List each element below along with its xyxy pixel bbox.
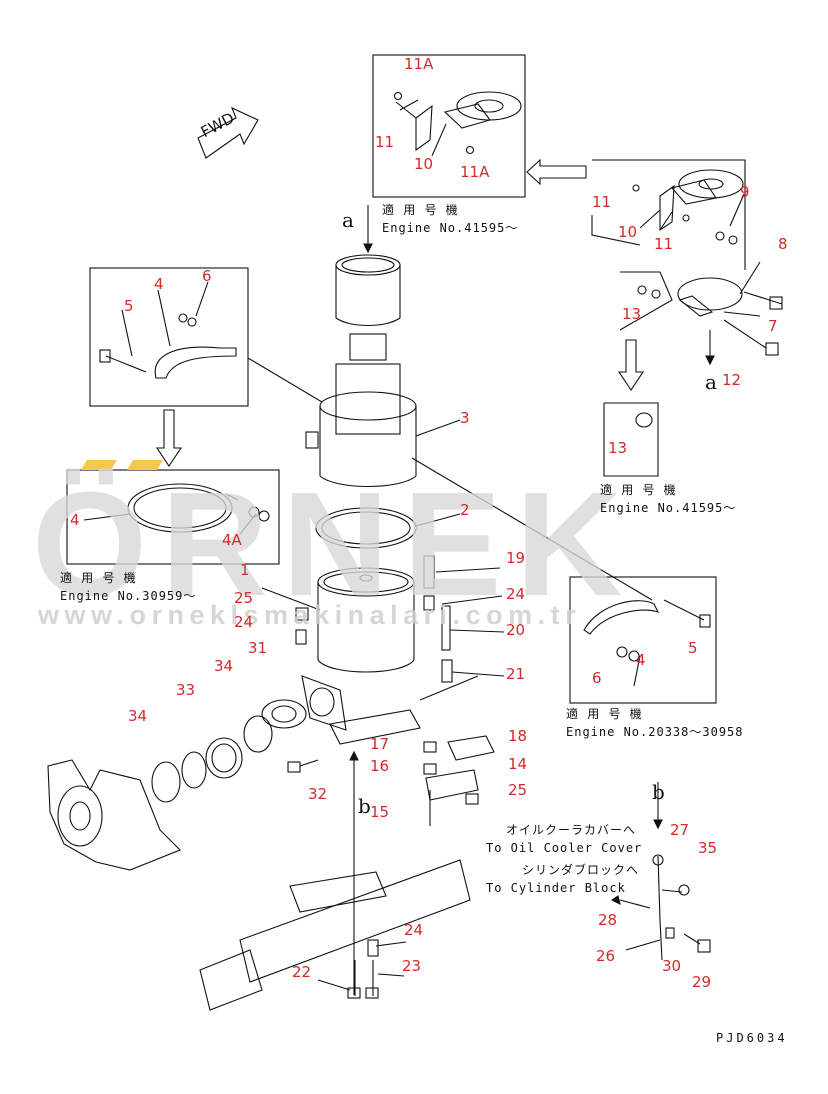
detail-box-clamp-upper xyxy=(89,267,249,407)
view-mark-b-bottom: b xyxy=(358,794,371,818)
part-label: 5 xyxy=(688,639,698,657)
detail-box-right-frame xyxy=(592,159,746,270)
watermark-url: www.orneklsmakinalari.com.tr xyxy=(38,600,582,630)
part-label: 4A xyxy=(222,531,242,549)
turbocharger xyxy=(47,759,181,871)
note-top-jp: 適 用 号 機 xyxy=(382,203,459,217)
clamp-band-left xyxy=(127,483,233,533)
note-lower-en: Engine No.20338～30958 xyxy=(566,725,744,739)
part-label: 35 xyxy=(698,839,718,857)
part-label: 22 xyxy=(292,963,312,981)
part-label: 8 xyxy=(778,235,788,253)
ring-top xyxy=(456,91,522,121)
view-mark-a-bottom: a xyxy=(705,370,717,394)
band-clamp-right xyxy=(677,277,743,311)
note-right-jp: 適 用 号 機 xyxy=(600,483,677,497)
part-label: 24 xyxy=(506,585,526,603)
part-label: 11A xyxy=(460,163,490,181)
clamp-band-lower xyxy=(583,600,660,635)
clamp-band-upper xyxy=(154,346,237,379)
arrow-down-right xyxy=(617,339,645,391)
part-label: 7 xyxy=(768,317,778,335)
part-label: 18 xyxy=(508,727,528,745)
note-left-jp: 適 用 号 機 xyxy=(60,571,137,585)
muffler-body-3 xyxy=(319,391,417,421)
part-label: 25 xyxy=(508,781,528,799)
note-top-en: Engine No.41595～ xyxy=(382,221,519,235)
view-mark-a-top: a xyxy=(342,208,354,232)
watermark-brand: ÖRNEK xyxy=(32,462,637,627)
detail-box-nut xyxy=(603,402,659,477)
part-label: 17 xyxy=(370,735,390,753)
part-label: 33 xyxy=(176,681,196,699)
part-label: 9 xyxy=(740,183,750,201)
part-label: 13 xyxy=(622,305,642,323)
part-label: 12 xyxy=(722,371,742,389)
note-right-en: Engine No.41595～ xyxy=(600,501,737,515)
part-label: 28 xyxy=(598,911,618,929)
note-oil-en: To Oil Cooler Cover xyxy=(486,841,643,855)
part-label: 11 xyxy=(654,235,674,253)
part-label: 20 xyxy=(506,621,526,639)
part-label: 26 xyxy=(596,947,616,965)
part-label: 15 xyxy=(370,803,390,821)
arrow-down-left xyxy=(155,409,183,467)
part-label: 14 xyxy=(508,755,528,773)
note-left-en: Engine No.30959～ xyxy=(60,589,197,603)
part-label: 1 xyxy=(240,561,250,579)
part-label: 24 xyxy=(234,613,254,631)
fwd-arrow xyxy=(197,106,259,159)
part-label: 31 xyxy=(248,639,268,657)
note-cyl-en: To Cylinder Block xyxy=(486,881,626,895)
part-label: 4 xyxy=(70,511,80,529)
view-mark-b-top: b xyxy=(652,780,665,804)
part-label: 11A xyxy=(404,55,434,73)
part-label: 24 xyxy=(404,921,424,939)
part-label: 2 xyxy=(460,501,470,519)
part-label: 29 xyxy=(692,973,712,991)
part-label: 4 xyxy=(636,651,646,669)
part-label: 5 xyxy=(124,297,134,315)
detail-box-right-frame-lower xyxy=(591,215,641,246)
part-label: 32 xyxy=(308,785,328,803)
part-label: 34 xyxy=(128,707,148,725)
part-label: 10 xyxy=(618,223,638,241)
gasket-2 xyxy=(315,507,417,549)
part-label: 11 xyxy=(375,133,395,151)
drawing-number: PJD6034 xyxy=(716,1031,788,1045)
arrow-left xyxy=(526,158,587,186)
part-label: 27 xyxy=(670,821,690,839)
part-label: 30 xyxy=(662,957,682,975)
part-label: 21 xyxy=(506,665,526,683)
detail-box-top xyxy=(372,54,526,198)
part-label: 25 xyxy=(234,589,254,607)
note-cyl-jp: シリンダブロックへ xyxy=(522,863,640,877)
note-lower-jp: 適 用 号 機 xyxy=(566,707,643,721)
part-label: 23 xyxy=(402,957,422,975)
part-label: 34 xyxy=(214,657,234,675)
part-label: 19 xyxy=(506,549,526,567)
detail-box-clamp-lower xyxy=(569,576,717,704)
part-label: 11 xyxy=(592,193,612,211)
part-label: 6 xyxy=(592,669,602,687)
part-label: 6 xyxy=(202,267,212,285)
part-label: 10 xyxy=(414,155,434,173)
detail-box-clamp-left xyxy=(66,469,280,565)
part-label: 13 xyxy=(608,439,628,457)
part-label: 16 xyxy=(370,757,390,775)
note-oil-jp: オイルクーラカバーへ xyxy=(506,823,637,837)
part-label: 4 xyxy=(154,275,164,293)
part-label: 3 xyxy=(460,409,470,427)
